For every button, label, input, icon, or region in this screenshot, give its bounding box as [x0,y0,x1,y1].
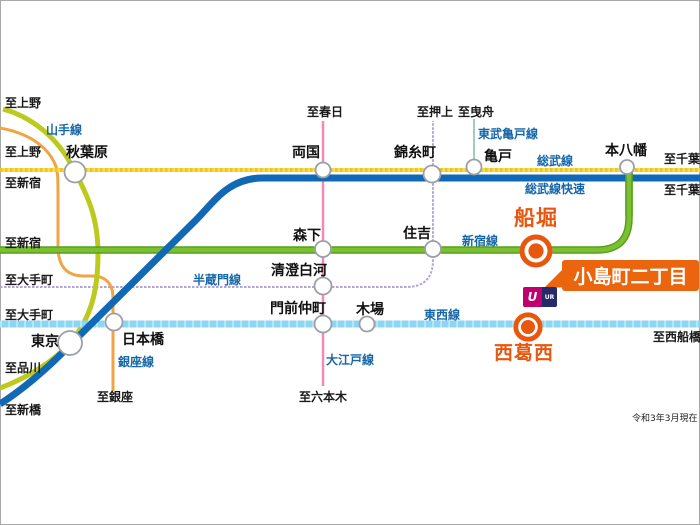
kojimacho-callout: 小島町二丁目 [562,260,699,291]
dir-ueno-yamanote: 至上野 [5,96,42,110]
line-label-sobu: 総武線 [537,154,574,168]
station-label-akihabara: 秋葉原 [66,145,108,161]
station-circle-morishita [314,240,332,258]
station-circle-akihabara [63,160,87,184]
line-label-sobu-rapid: 総武線快速 [525,182,586,196]
dir-shinjuku-sobu: 至新宿 [5,176,42,190]
nishikasai-marker-ring [513,312,543,342]
station-circle-monzen [313,314,333,334]
sobu-rapid-line [0,174,700,407]
station-circle-kinshicho [422,164,442,184]
station-circle-nihombashi [104,312,124,332]
ur-logo-mark: U [523,287,542,307]
hanzomon-line [0,121,434,288]
dir-otemachi-hanzomon: 至大手町 [5,273,54,287]
station-label-kinshicho: 錦糸町 [394,145,436,161]
dir-oshiage: 至押上 [417,105,454,119]
station-label-motoyawata: 本八幡 [605,143,647,159]
dir-shinagawa: 至品川 [5,361,42,375]
station-label-morishita: 森下 [293,228,321,244]
dir-nishi-funabashi: 至西船橋 [653,330,700,344]
line-label-hanzomon: 半蔵門線 [193,273,242,287]
station-circle-motoyawata [619,159,635,175]
dir-kasuga: 至春日 [307,105,344,119]
dir-shinjuku-shinjukuline: 至新宿 [5,236,42,250]
nishikasai-marker-dot [521,320,535,334]
dir-otemachi-tozai: 至大手町 [5,308,54,322]
dir-shimbashi: 至新橋 [5,403,42,417]
ur-logo-text: UR [542,287,557,307]
dir-chiba-sobu: 至千葉 [664,152,700,166]
shinjuku-line [0,170,632,253]
station-label-monzen: 門前仲町 [270,301,326,317]
station-label-kiyosumi: 清澄白河 [271,263,327,279]
dir-ginza: 至銀座 [97,390,134,404]
line-label-tobu-kameido: 東武亀戸線 [478,127,539,141]
dir-hikifune: 至曳舟 [458,105,495,119]
dir-chiba-rapid: 至千葉 [664,183,700,197]
station-circle-ryogoku [314,161,332,179]
line-label-yamanote: 山手線 [46,123,83,137]
dir-roppongi: 至六本木 [299,390,348,404]
station-circle-kiba [358,315,376,333]
ginza-line [0,126,115,391]
funabori-marker-ring [519,234,553,268]
station-circle-tokyo [57,330,83,356]
station-label-ryogoku: 両国 [292,145,320,161]
station-circle-sumiyoshi [424,240,442,258]
line-label-tozai: 東西線 [424,308,461,322]
station-label-tokyo: 東京 [31,334,59,350]
funabori-marker-dot [528,243,544,259]
ur-badge: U UR [523,287,557,307]
line-label-oedo: 大江戸線 [326,353,375,367]
dir-ueno-ginza: 至上野 [5,145,42,159]
date-note: 令和3年3月現在 [632,414,698,424]
callout-text: 小島町二丁目 [573,266,688,288]
line-label-shinjuku: 新宿線 [462,234,499,248]
station-label-nihombashi: 日本橋 [122,332,164,348]
station-label-kiba: 木場 [356,302,384,318]
station-label-sumiyoshi: 住吉 [403,226,431,242]
station-label-funabori: 船堀 [514,206,558,230]
station-label-nishikasai: 西葛西 [494,342,555,364]
station-circle-kiyosumi [313,276,333,296]
line-label-ginza: 銀座線 [118,355,155,369]
station-circle-kameido [465,158,483,176]
station-label-kameido: 亀戸 [484,149,512,165]
